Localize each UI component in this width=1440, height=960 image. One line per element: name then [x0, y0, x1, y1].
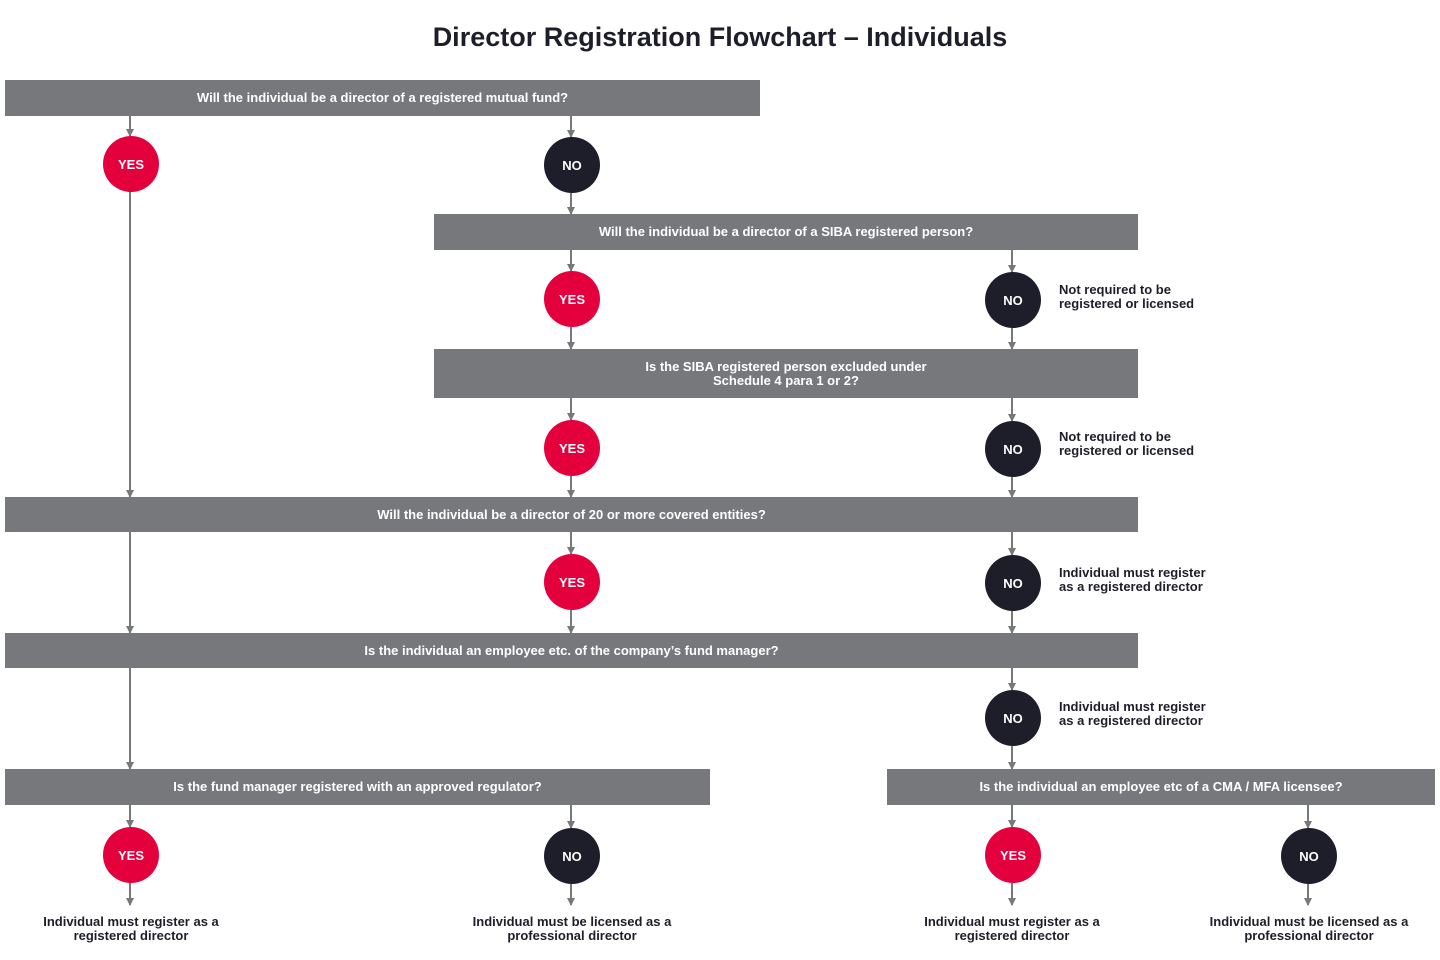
outcome-must-register-fund-manager: Individual must register as a registered…	[1059, 699, 1206, 728]
yes-node-approved-regulator: YES	[103, 827, 159, 883]
question-fund-manager-employee: Is the individual an employee etc. of th…	[5, 633, 1138, 668]
yes-node-covered-entities: YES	[544, 554, 600, 610]
outcome-must-register-covered: Individual must register as a registered…	[1059, 565, 1206, 594]
no-node-covered-entities: NO	[985, 555, 1041, 611]
page-title: Director Registration Flowchart – Indivi…	[432, 22, 1008, 52]
no-node-fund-manager-employee: NO	[985, 690, 1041, 746]
no-node-siba-excluded: NO	[985, 421, 1041, 477]
outcome-regulator-yes: Individual must register as a registered…	[43, 914, 219, 943]
question-approved-regulator: Is the fund manager registered with an a…	[5, 769, 710, 805]
yes-node-siba-registered: YES	[544, 271, 600, 327]
outcome-not-required-siba: Not required to be registered or license…	[1059, 282, 1195, 311]
question-siba-registered: Will the individual be a director of a S…	[434, 214, 1138, 250]
outcome-licensee-yes: Individual must register as a registered…	[924, 914, 1100, 943]
no-node-approved-regulator: NO	[544, 828, 600, 884]
question-covered-entities: Will the individual be a director of 20 …	[5, 497, 1138, 532]
question-cma-mfa-licensee: Is the individual an employee etc of a C…	[887, 769, 1435, 805]
outcome-not-required-excluded: Not required to be registered or license…	[1059, 429, 1195, 458]
no-node-cma-mfa-licensee: NO	[1281, 828, 1337, 884]
no-node-siba-registered: NO	[985, 272, 1041, 328]
yes-node-siba-excluded: YES	[544, 420, 600, 476]
yes-node-mutual-fund: YES	[103, 136, 159, 192]
outcome-licensee-no: Individual must be licensed as a profess…	[1209, 914, 1409, 943]
outcome-regulator-no: Individual must be licensed as a profess…	[472, 914, 672, 943]
question-siba-excluded: Is the SIBA registered person excluded u…	[434, 349, 1138, 398]
no-node-mutual-fund: NO	[544, 137, 600, 193]
yes-node-cma-mfa-licensee: YES	[985, 827, 1041, 883]
question-mutual-fund: Will the individual be a director of a r…	[5, 80, 760, 116]
